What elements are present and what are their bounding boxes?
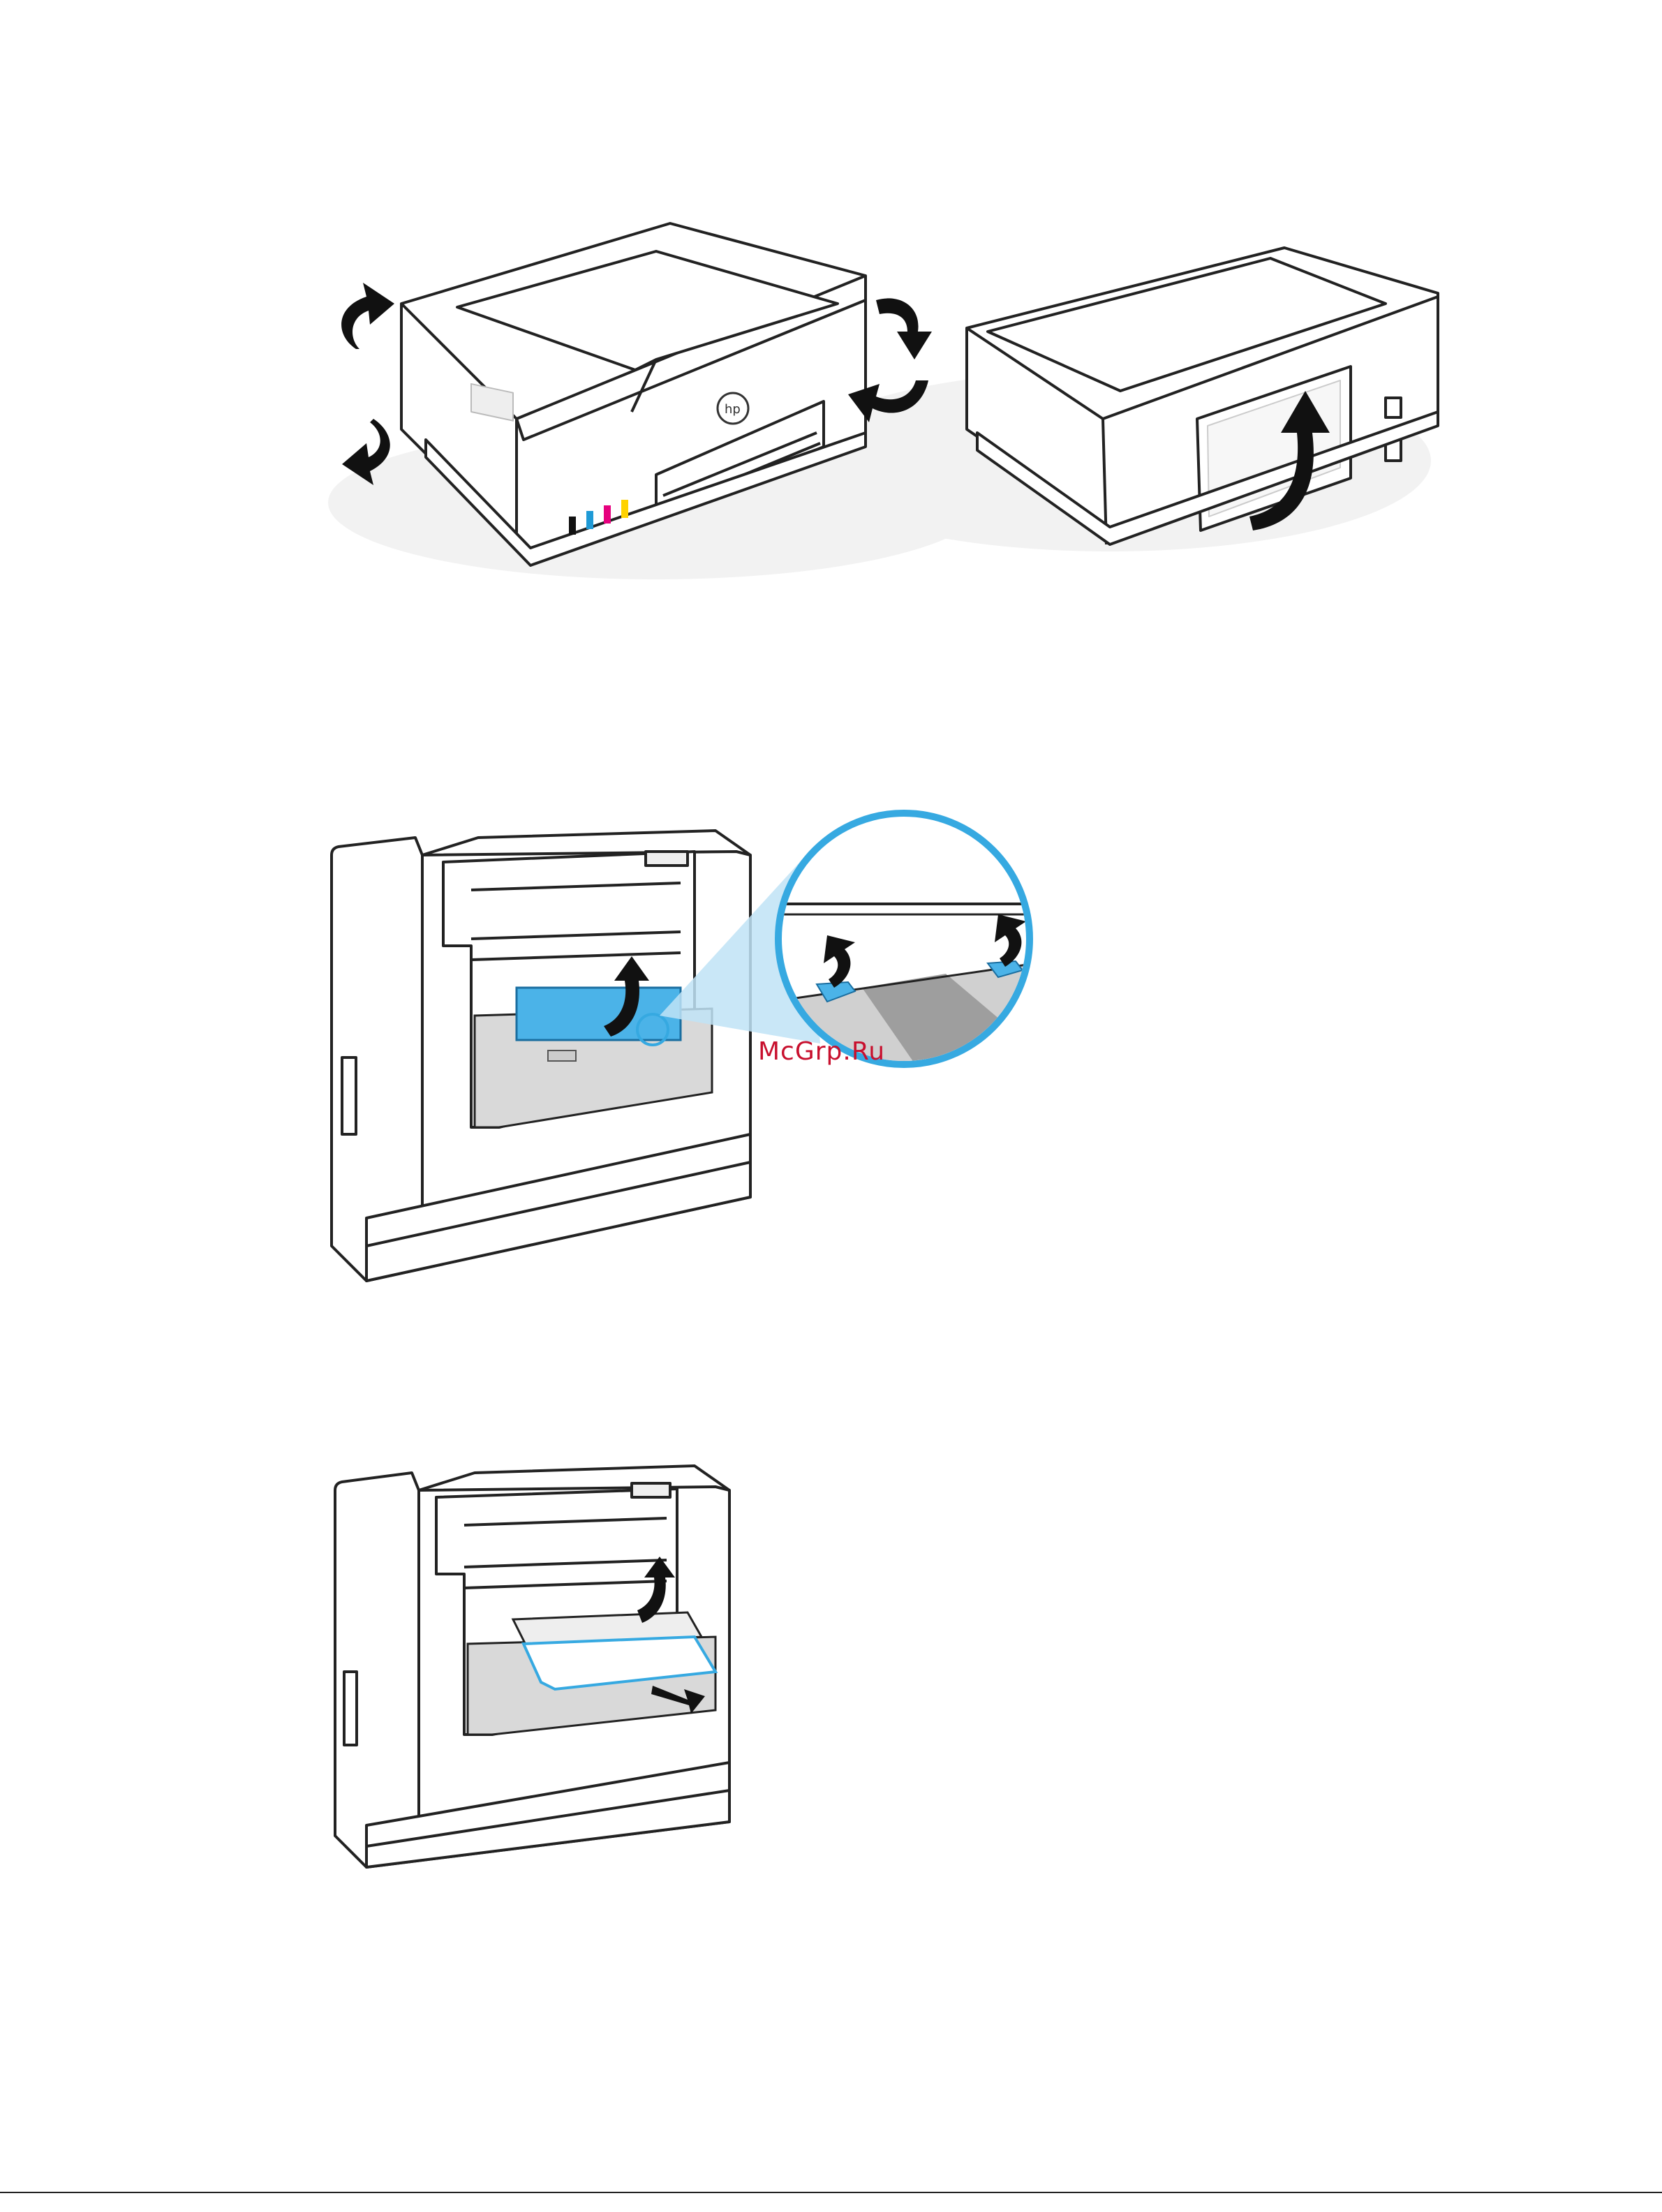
watermark-text: McGrp.Ru <box>758 1037 885 1066</box>
rotate-arrow-icon <box>341 283 394 485</box>
svg-text:hp: hp <box>725 402 741 417</box>
rear-door-release-figure <box>318 799 1071 1302</box>
remove-jammed-paper-figure <box>325 1434 771 1881</box>
printer-rotate-figure: hp <box>307 209 1466 600</box>
hp-logo-icon: hp <box>718 393 748 424</box>
footer-rule <box>0 2192 1662 2193</box>
